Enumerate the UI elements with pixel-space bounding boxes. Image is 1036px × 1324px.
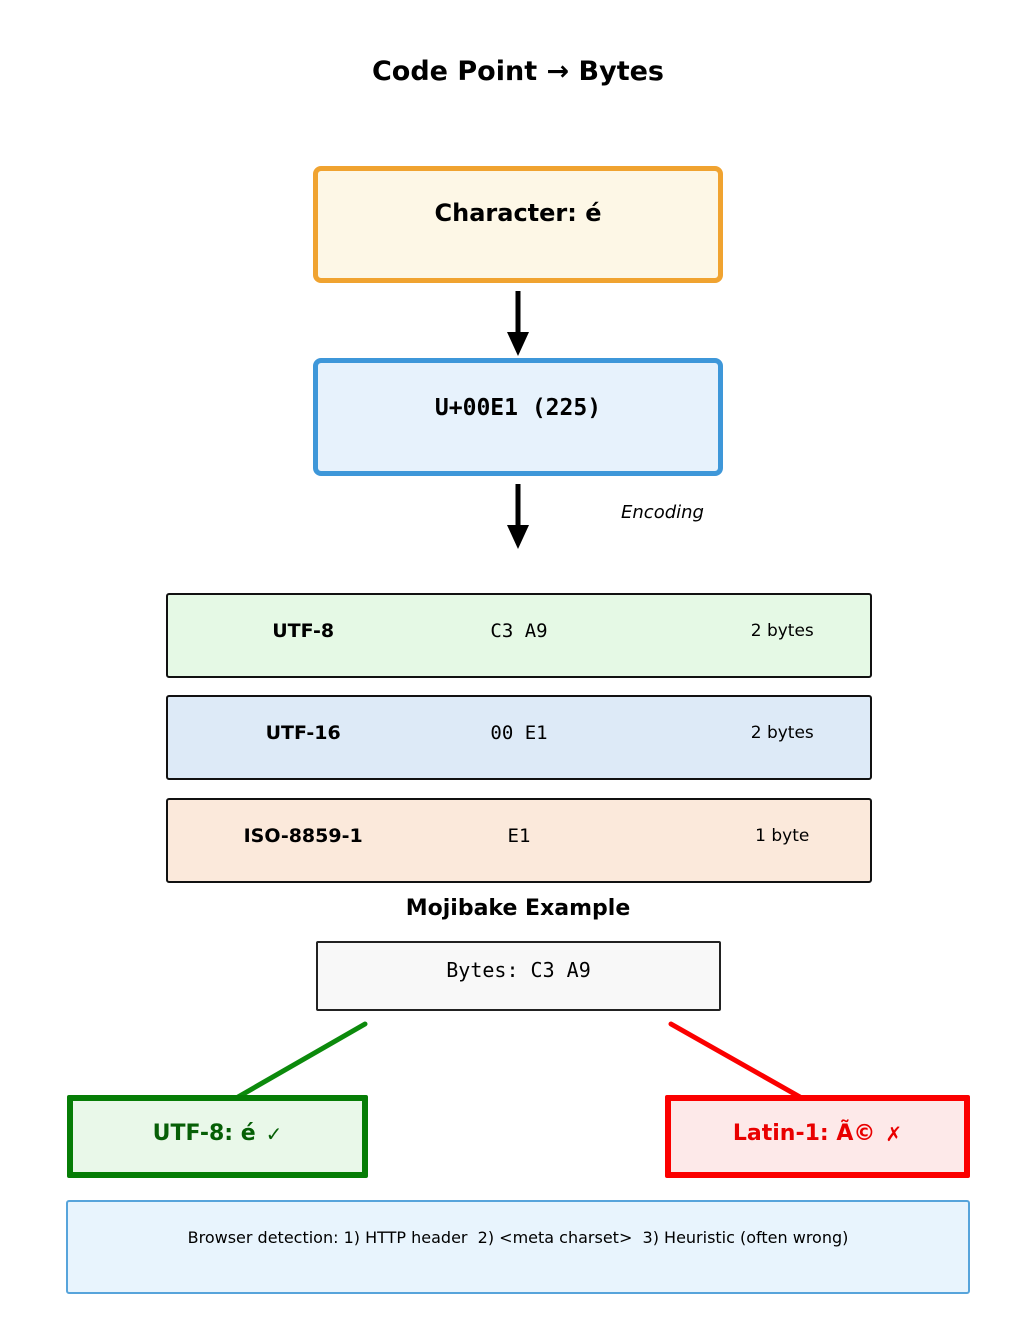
encoding-byte-count: 1 byte bbox=[755, 825, 810, 846]
mojibake-bytes-box: Bytes: C3 A9 bbox=[316, 941, 721, 1011]
encoding-name: UTF-16 bbox=[265, 721, 341, 744]
encoding-arrow-label: Encoding bbox=[621, 502, 704, 523]
encoding-byte-value: E1 bbox=[507, 824, 531, 847]
utf8-result-box: UTF-8: é ✓ bbox=[67, 1095, 368, 1178]
connector-line-latin1-wrong bbox=[668, 1021, 803, 1100]
character-box-label: Character: é bbox=[434, 198, 602, 227]
flow-arrow-codepoint-to-encodings bbox=[507, 484, 529, 549]
encoding-name: UTF-8 bbox=[272, 619, 335, 642]
encoding-row-utf16: UTF-16 00 E1 2 bytes bbox=[166, 695, 872, 780]
flow-arrow-character-to-codepoint bbox=[507, 291, 529, 356]
encoding-byte-value: 00 E1 bbox=[490, 721, 548, 744]
mojibake-bytes-label: Bytes: C3 A9 bbox=[446, 958, 591, 982]
encoding-name: ISO-8859-1 bbox=[243, 824, 363, 847]
latin1-result-box: Latin-1: Ã© ✗ bbox=[665, 1095, 970, 1178]
codepoint-box: U+00E1 (225) bbox=[313, 358, 723, 476]
encoding-byte-count: 2 bytes bbox=[750, 722, 814, 743]
diagram-title: Code Point → Bytes bbox=[371, 56, 665, 87]
encoding-byte-count: 2 bytes bbox=[750, 620, 814, 641]
connector-line-utf8-correct bbox=[235, 1021, 368, 1100]
browser-detection-text: Browser detection: 1) HTTP header 2) <me… bbox=[187, 1227, 849, 1247]
character-box: Character: é bbox=[313, 166, 723, 283]
utf8-result-label: UTF-8: é bbox=[152, 1121, 256, 1146]
encoding-byte-value: C3 A9 bbox=[490, 619, 548, 642]
cross-icon: ✗ bbox=[885, 1121, 903, 1146]
encoding-row-iso-8859-1: ISO-8859-1 E1 1 byte bbox=[166, 798, 872, 883]
codepoint-box-label: U+00E1 (225) bbox=[434, 395, 602, 421]
encoding-row-utf8: UTF-8 C3 A9 2 bytes bbox=[166, 593, 872, 678]
latin1-result-label: Latin-1: Ã© bbox=[732, 1121, 876, 1146]
check-icon: ✓ bbox=[265, 1121, 283, 1146]
mojibake-heading: Mojibake Example bbox=[405, 896, 631, 921]
browser-detection-note: Browser detection: 1) HTTP header 2) <me… bbox=[66, 1200, 970, 1294]
